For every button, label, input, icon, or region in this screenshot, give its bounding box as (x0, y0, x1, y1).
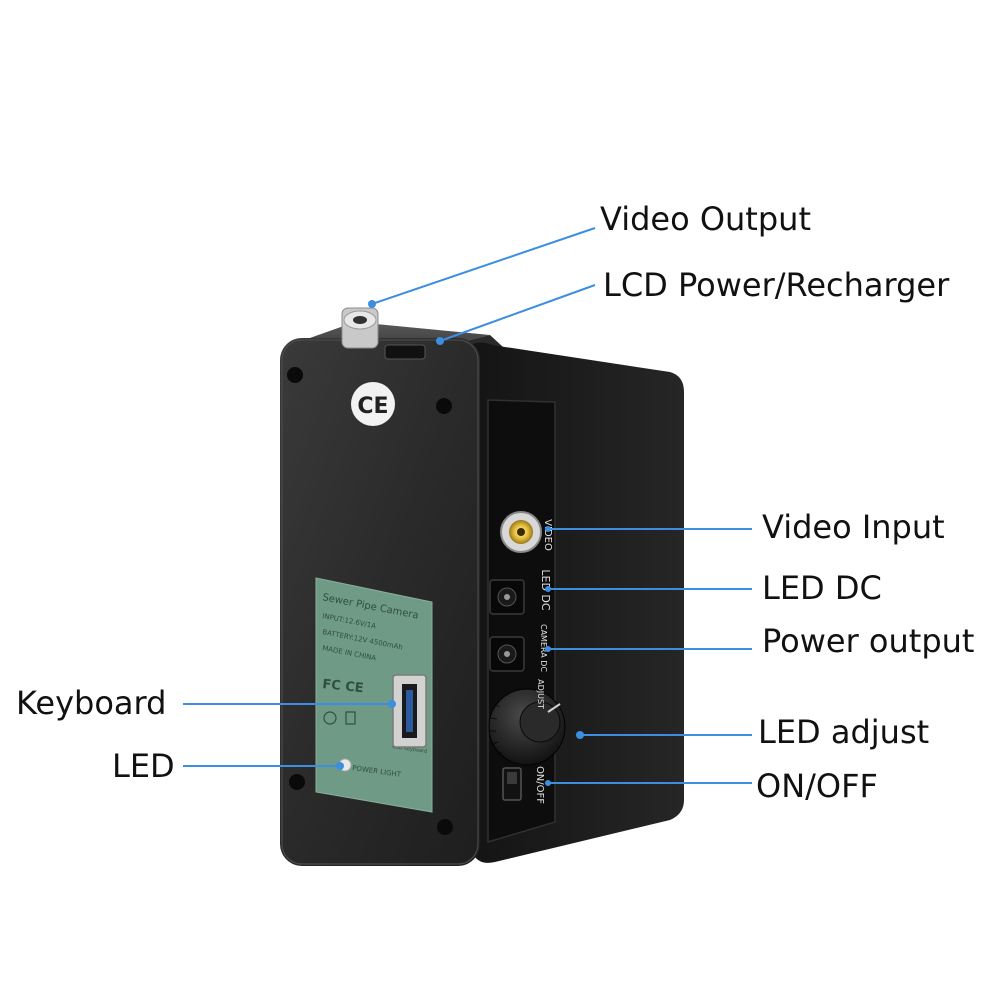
leader-dots (336, 300, 584, 786)
callout-led-dc: LED DC (762, 569, 882, 607)
label-sticker (316, 578, 432, 812)
side-label-camera-dc: CAMERA DC (539, 624, 548, 672)
screw-bottom-right (437, 819, 453, 835)
leader-lcd-power (439, 284, 596, 342)
side-label-on-off: ON/OFF (534, 766, 545, 804)
screw-bottom-left (289, 774, 305, 790)
weee-mark (345, 711, 356, 725)
callout-on-off: ON/OFF (756, 767, 878, 805)
callout-led: LED (112, 747, 175, 785)
callout-lcd-power-recharger: LCD Power/Recharger (603, 266, 950, 304)
callout-video-output: Video Output (600, 200, 811, 238)
leader-lines (183, 227, 752, 784)
sticker-certs: FC CE (322, 677, 365, 696)
callout-video-input: Video Input (762, 508, 945, 546)
sticker-usb-label: USB Keyboard (392, 744, 428, 755)
knob-ridges (490, 704, 503, 756)
screw-top-left (287, 367, 303, 383)
side-label-video: VIDEO (542, 519, 553, 551)
ce-badge-text: CE (357, 394, 388, 419)
callout-keyboard: Keyboard (16, 684, 167, 722)
callout-power-output: Power output (762, 622, 975, 660)
screw-top-right (436, 398, 452, 414)
leader-video-output (371, 227, 596, 305)
callout-led-adjust: LED adjust (758, 713, 930, 751)
ce-badge (351, 382, 395, 426)
dc-recharger-port (384, 344, 426, 360)
side-label-adjust: ADJUST (536, 679, 545, 709)
recycle-mark (323, 711, 337, 725)
